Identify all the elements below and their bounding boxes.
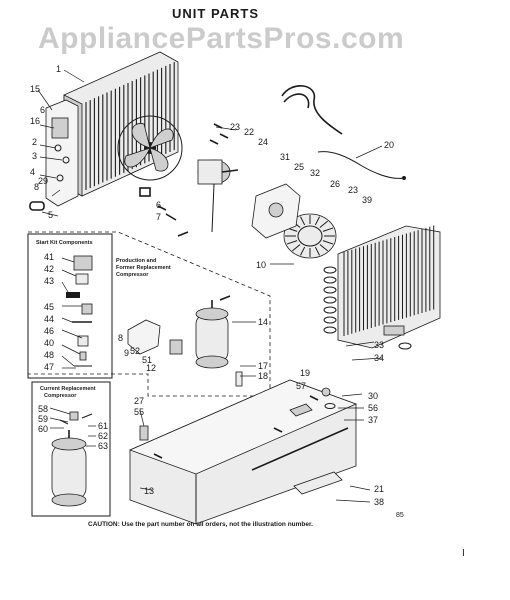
- power-cord: [281, 85, 406, 180]
- callout-24: 24: [258, 137, 268, 147]
- callout-39: 39: [362, 195, 372, 205]
- callout-56: 56: [368, 403, 378, 413]
- callout-41: 41: [44, 252, 54, 262]
- production-compressor-label: Production and Former Replacement Compre…: [116, 258, 172, 278]
- callout-13: 13: [144, 486, 154, 496]
- callout-51: 51: [142, 355, 152, 365]
- callout-14: 14: [258, 317, 268, 327]
- callout-19: 19: [300, 368, 310, 378]
- callout-25: 25: [294, 162, 304, 172]
- callout-10: 10: [256, 260, 266, 270]
- callout-58: 58: [38, 404, 48, 414]
- callout-30: 30: [368, 391, 378, 401]
- callout-46: 46: [44, 326, 54, 336]
- callout-44: 44: [44, 314, 54, 324]
- base-pan: [128, 379, 358, 525]
- callout-8: 8: [34, 182, 39, 192]
- callout-32: 32: [310, 168, 320, 178]
- callout-23: 23: [348, 185, 358, 195]
- callout-7: 7: [156, 212, 161, 222]
- callout-22: 22: [244, 127, 254, 137]
- blower-wheel: [251, 183, 337, 259]
- fan-assembly: [117, 115, 183, 197]
- watermark: AppliancePartsPros.com: [38, 22, 405, 55]
- current-compressor-label: Current Replacement Compressor: [40, 386, 97, 399]
- callout-63: 63: [98, 441, 108, 451]
- start-kit-box: [27, 233, 113, 379]
- callout-48: 48: [44, 350, 54, 360]
- callout-31: 31: [280, 152, 290, 162]
- callout-52: 52: [130, 346, 140, 356]
- fan-motor: [177, 159, 239, 237]
- callout-21: 21: [374, 484, 384, 494]
- callout-60: 60: [38, 424, 48, 434]
- callout-55: 55: [134, 407, 144, 417]
- production-compressor: [127, 295, 243, 387]
- callout-1: 1: [56, 64, 61, 74]
- callout-3: 3: [32, 151, 37, 161]
- callout-40: 40: [44, 338, 54, 348]
- callout-38: 38: [374, 497, 384, 507]
- page-number: 85: [396, 512, 404, 519]
- callout-27: 27: [134, 396, 144, 406]
- callout-20: 20: [384, 140, 394, 150]
- start-kit-label: Start Kit Components: [36, 240, 93, 246]
- callout-34: 34: [374, 353, 384, 363]
- callout-43: 43: [44, 276, 54, 286]
- callout-12: 12: [146, 363, 156, 373]
- caution-note: CAUTION: Use the part number on all orde…: [88, 521, 313, 528]
- callout-6: 6: [40, 105, 45, 115]
- callout-4: 4: [30, 167, 35, 177]
- callout-5: 5: [48, 210, 53, 220]
- callout-45: 45: [44, 302, 54, 312]
- callout-26: 26: [330, 179, 340, 189]
- callout-16: 16: [30, 116, 40, 126]
- callout-23: 23: [230, 122, 240, 132]
- callout-47: 47: [44, 362, 54, 372]
- callout-37: 37: [368, 415, 378, 425]
- callout-2: 2: [32, 137, 37, 147]
- condenser-coil: [63, 51, 179, 197]
- leader-lines: [37, 69, 383, 503]
- callout-17: 17: [258, 361, 268, 371]
- callout-6: 6: [156, 200, 161, 210]
- page-mark: I: [462, 548, 465, 559]
- callout-61: 61: [98, 421, 108, 431]
- callout-8: 8: [118, 333, 123, 343]
- screws: [157, 123, 229, 221]
- callout-62: 62: [98, 431, 108, 441]
- callout-15: 15: [30, 84, 40, 94]
- callout-18: 18: [258, 371, 268, 381]
- callout-9: 9: [124, 348, 129, 358]
- evaporator-coil: [323, 225, 441, 350]
- diagram-title: UNIT PARTS: [172, 6, 260, 21]
- callout-42: 42: [44, 264, 54, 274]
- callout-29: 29: [38, 176, 48, 186]
- current-compressor-box: [31, 381, 111, 517]
- callout-33: 33: [374, 340, 384, 350]
- callout-59: 59: [38, 414, 48, 424]
- callout-57: 57: [296, 381, 306, 391]
